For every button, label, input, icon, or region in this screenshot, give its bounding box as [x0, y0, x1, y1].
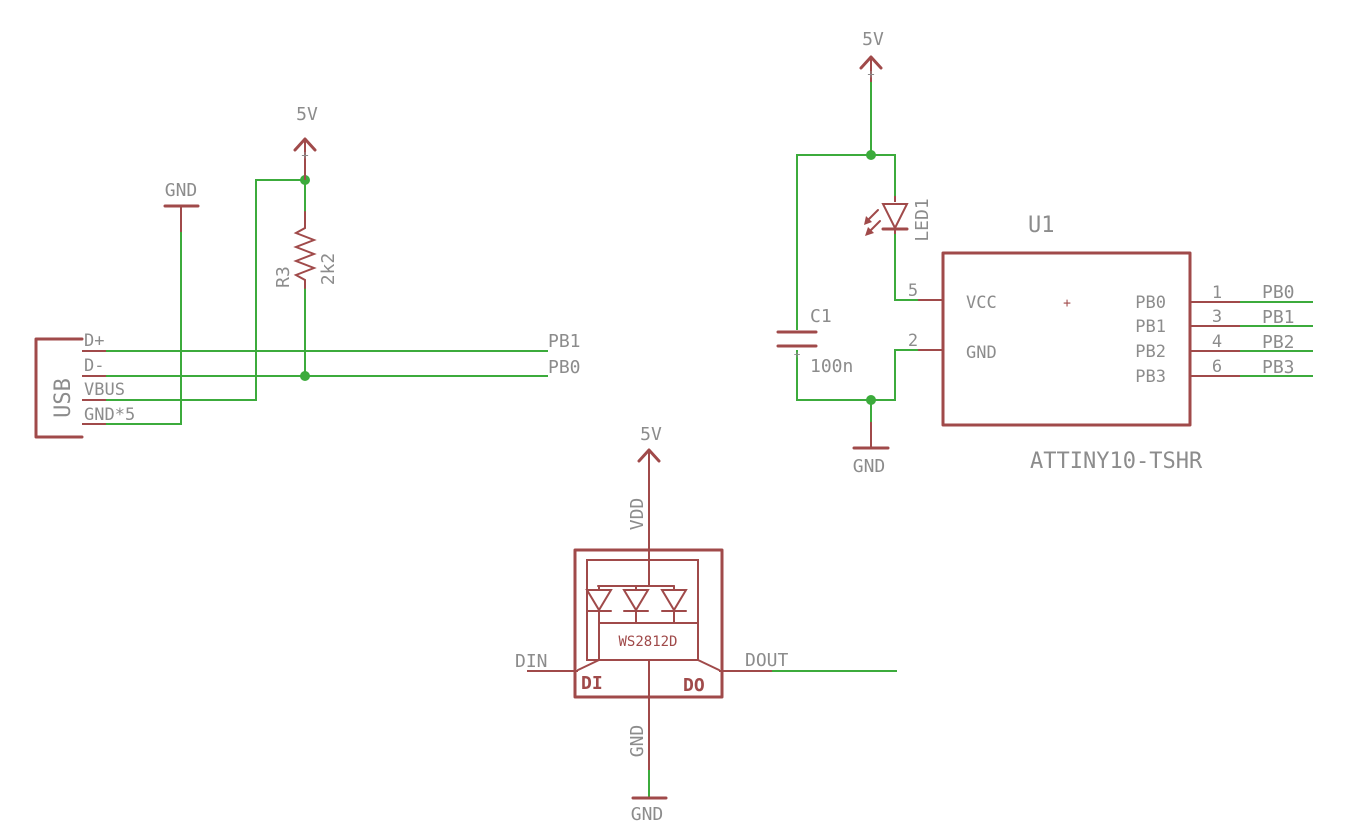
net-label-attiny-pb0: PB0: [1262, 282, 1295, 303]
attiny10-pin-pb0-name: PB0: [1135, 293, 1166, 313]
vcc-label-attiny: 5V: [862, 29, 884, 50]
vcc-label-usb: 5V: [296, 104, 318, 125]
net-label-attiny-pb2: PB2: [1262, 332, 1295, 353]
usb-pin-dplus-label: D+: [84, 331, 104, 351]
attiny10-chip: U1 ATTINY10-TSHR + 5 2 VCC GND 1 3 4 6 P…: [908, 213, 1313, 474]
gnd-label-ws2812: GND: [631, 804, 664, 825]
usb-connector-label: USB: [51, 378, 76, 418]
svg-text:+: +: [301, 148, 308, 162]
ws2812-din-label: DIN: [515, 651, 548, 672]
vcc-label-ws2812: 5V: [640, 424, 662, 445]
gnd-label-usb: GND: [165, 180, 198, 201]
ws2812-gnd-pin-label: GND: [627, 725, 648, 758]
net-label-pb1: PB1: [548, 331, 581, 352]
capacitor-c1: + C1 100n: [776, 306, 853, 377]
ws2812-led-diode-3: [660, 585, 688, 624]
ws2812-led-diode-1: [585, 585, 613, 624]
net-label-attiny-pb3: PB3: [1262, 357, 1295, 378]
capacitor-c1-ref: C1: [810, 306, 832, 327]
ws2812-led-diode-2: [622, 585, 650, 624]
usb-connector-body: [34, 337, 84, 439]
attiny10-ref: U1: [1028, 213, 1055, 238]
ws2812-chip-label: WS2812D: [618, 634, 677, 650]
usb-pin-vbus-label: VBUS: [84, 380, 125, 400]
net-label-attiny-pb1: PB1: [1262, 307, 1295, 328]
svg-text:+: +: [867, 67, 874, 81]
junction-r3-dminus: [300, 371, 310, 381]
attiny10-pin-pb0-num: 1: [1212, 283, 1222, 303]
gnd-symbol-attiny: GND: [852, 422, 890, 477]
wire-gnd-usb: [106, 232, 182, 425]
attiny10-body: [941, 251, 1192, 427]
attiny10-part: ATTINY10-TSHR: [1030, 449, 1203, 474]
svg-text:+: +: [794, 348, 801, 361]
resistor-r3-ref: R3: [273, 266, 294, 288]
attiny10-pin-pb1-name: PB1: [1135, 317, 1166, 337]
led1: LED1: [864, 196, 933, 242]
wire-vbus: [106, 179, 305, 401]
vcc-symbol-usb: + 5V: [293, 104, 318, 180]
ws2812-chip: WS2812D DI DO DIN DOUT GND: [515, 548, 897, 798]
usb-pin-dminus-label: D-: [84, 356, 104, 376]
attiny10-pin-vcc-name: VCC: [966, 293, 997, 313]
attiny10-pin-pb2-num: 4: [1212, 332, 1222, 352]
attiny10-pin-gnd-num: 2: [908, 331, 918, 351]
attiny10-pin-pb3-name: PB3: [1135, 367, 1166, 387]
attiny10-pin-pb2-name: PB2: [1135, 342, 1166, 362]
vcc-symbol-ws2812: 5V VDD: [627, 424, 662, 550]
ws2812-do-label: DO: [683, 675, 705, 696]
attiny10-pin-gnd-name: GND: [966, 343, 997, 363]
capacitor-c1-value: 100n: [810, 356, 853, 377]
ws2812-dout-label: DOUT: [745, 650, 789, 671]
attiny10-pin-pb3-num: 6: [1212, 357, 1222, 377]
led1-ref: LED1: [912, 198, 933, 241]
attiny10-pin-vcc-num: 5: [908, 281, 918, 301]
usb-pin-gnd-label: GND*5: [84, 405, 135, 425]
attiny10-pin-pb1-num: 3: [1212, 307, 1222, 327]
attiny-wires: [796, 82, 918, 422]
attiny10-center-mark: +: [1063, 296, 1071, 311]
net-label-pb0: PB0: [548, 357, 581, 378]
gnd-label-attiny: GND: [853, 456, 886, 477]
junction-gnd-attiny: [866, 395, 876, 405]
junction-5v-attiny: [866, 150, 876, 160]
usb-wires: [106, 175, 548, 425]
gnd-symbol-usb: GND: [163, 180, 200, 232]
ws2812-di-label: DI: [581, 673, 603, 694]
gnd-symbol-ws2812: GND: [631, 796, 668, 825]
resistor-r3: R3 2k2: [273, 211, 339, 289]
resistor-r3-body: [293, 211, 317, 289]
resistor-r3-value: 2k2: [318, 253, 339, 286]
ws2812-vdd-label: VDD: [627, 498, 648, 531]
led1-triangle: [881, 203, 909, 231]
vcc-symbol-attiny: + 5V: [859, 29, 884, 82]
usb-connector: USB D+ D- VBUS GND*5: [34, 331, 135, 439]
